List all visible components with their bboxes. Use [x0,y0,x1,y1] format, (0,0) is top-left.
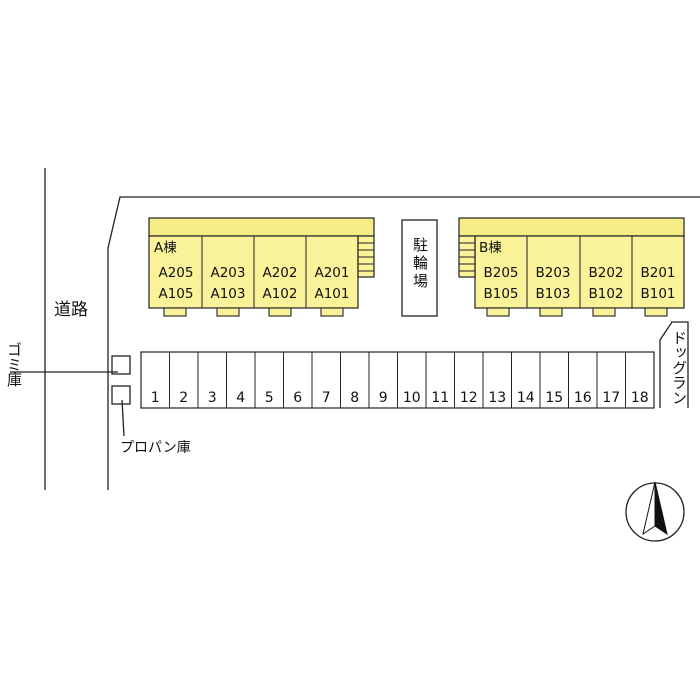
parking-space-17: 17 [602,390,620,406]
parking-space-7: 7 [322,390,331,406]
parking-space-8: 8 [350,390,359,406]
parking-space-13: 13 [488,390,506,406]
dog-run-label: ドッグラン [670,330,688,405]
unit-a105: A105 [158,286,193,302]
building-a-name: A棟 [154,240,177,256]
unit-b103: B103 [535,286,570,302]
parking-space-3: 3 [208,390,217,406]
propane-shed-leader [121,399,125,437]
parking-space-2: 2 [179,390,188,406]
unit-b101: B101 [640,286,675,302]
building-a: A棟 A205 A105 A203 A103 A202 A102 A201 A1… [148,217,375,317]
unit-a201: A201 [314,265,349,281]
bicycle-parking-box [401,219,438,317]
dog-run-boundary [659,321,689,408]
parking-space-1: 1 [151,390,160,406]
garbage-shed-box [111,355,131,375]
parking-space-15: 15 [545,390,563,406]
building-b-band [458,217,685,237]
parking-space-5: 5 [265,390,274,406]
parking-space-9: 9 [379,390,388,406]
propane-shed-box [111,385,131,405]
site-boundary [107,196,700,490]
north-arrow-icon [642,481,668,536]
parking-space-10: 10 [403,390,421,406]
unit-a203: A203 [210,265,245,281]
unit-b105: B105 [483,286,518,302]
road-label: 道路 [54,300,88,320]
parking-space-4: 4 [236,390,245,406]
parking-space-18: 18 [631,390,649,406]
unit-b102: B102 [588,286,623,302]
garbage-shed-label: ゴミ庫 [5,342,23,387]
building-b: B棟 B205 B105 B203 B103 B202 B102 B201 B1… [458,217,685,317]
unit-b203: B203 [535,265,570,281]
unit-b202: B202 [588,265,623,281]
parking-space-14: 14 [517,390,535,406]
unit-a102: A102 [262,286,297,302]
unit-a101: A101 [314,286,349,302]
propane-shed-label: プロパン庫 [120,439,191,456]
parking-space-11: 11 [431,390,449,406]
parking-space-12: 12 [460,390,478,406]
unit-a103: A103 [210,286,245,302]
unit-a202: A202 [262,265,297,281]
parking-space-16: 16 [574,390,592,406]
bicycle-parking-label: 駐輪場 [411,237,429,291]
unit-b201: B201 [640,265,675,281]
building-b-name: B棟 [479,240,502,256]
building-a-band [148,217,375,237]
parking-space-6: 6 [293,390,302,406]
unit-a205: A205 [158,265,193,281]
unit-b205: B205 [483,265,518,281]
